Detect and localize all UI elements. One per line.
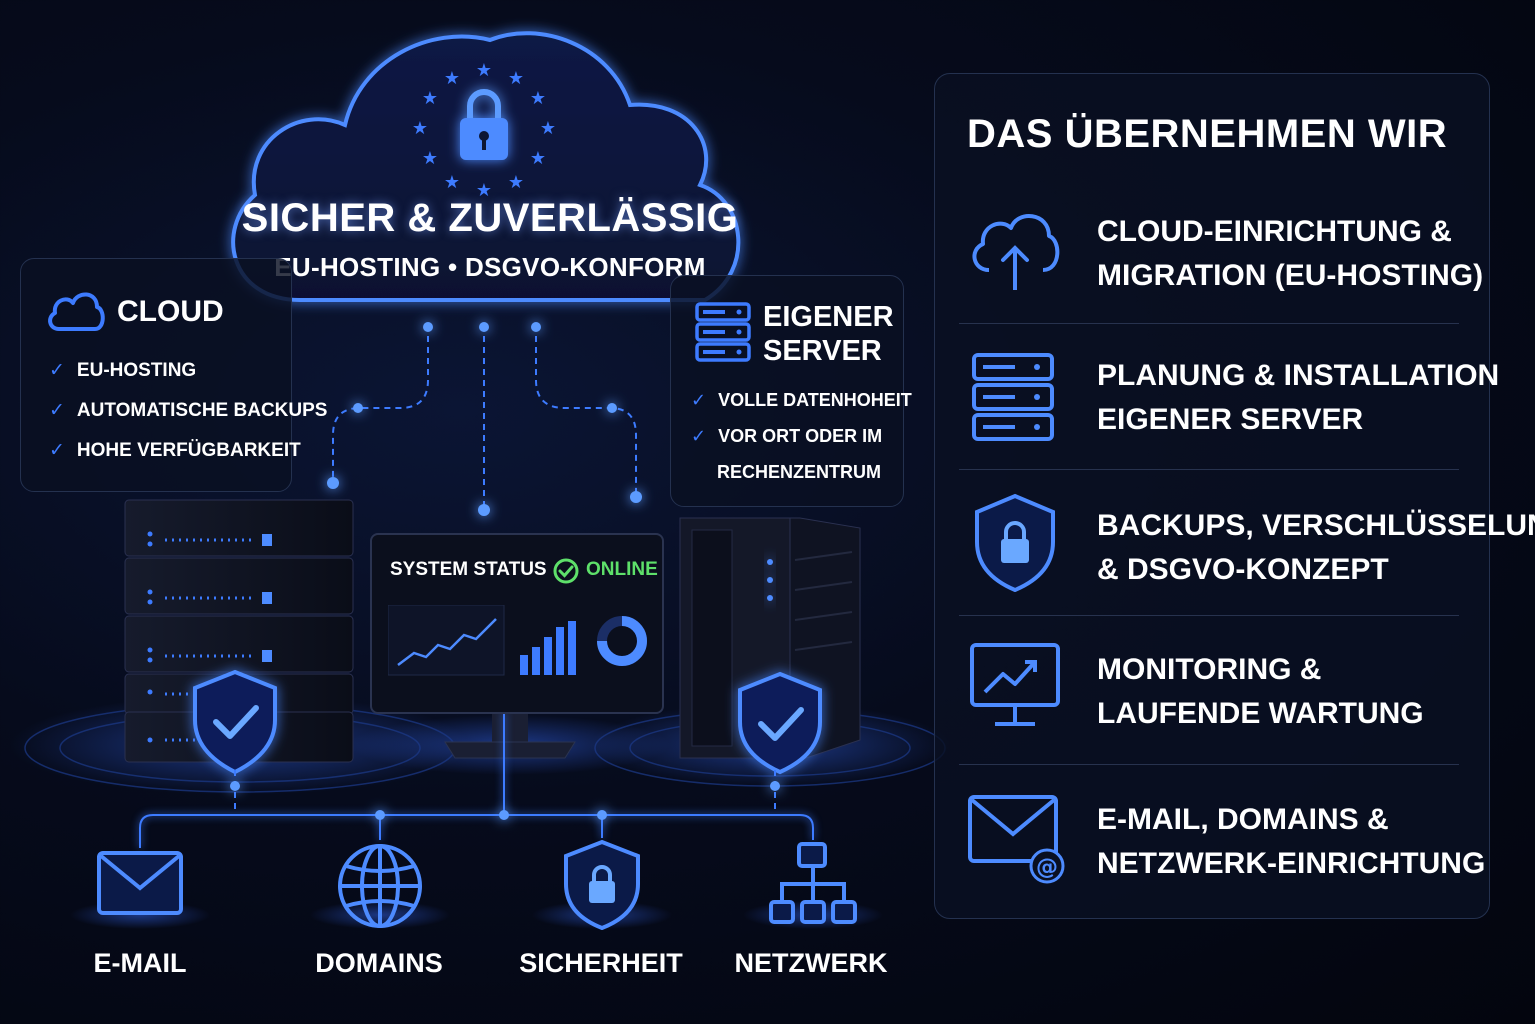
cloud-feature-item: ✓EU-HOSTING	[49, 360, 197, 381]
mail-icon	[97, 851, 183, 915]
svg-text:★: ★	[476, 180, 492, 200]
divider	[959, 615, 1459, 616]
status-online: ONLINE	[586, 559, 658, 580]
status-monitor: SYSTEM STATUS ONLINE	[370, 533, 664, 714]
cloud-icon	[48, 292, 105, 331]
cloud-panel-title: CLOUD	[117, 295, 224, 328]
service-label: MIGRATION (EU-HOSTING)	[1097, 259, 1484, 292]
shield-check-icon	[738, 671, 822, 775]
service-item-backups: BACKUPS, VERSCHLÜSSELUNG & DSGVO-KONZEPT	[961, 490, 1535, 630]
svg-text:★: ★	[476, 60, 492, 80]
server-feature-item-cont: RECHENZENTRUM	[717, 462, 881, 482]
check-icon: ✓	[49, 360, 65, 381]
eu-stars: ★ ★ ★ ★ ★ ★ ★ ★ ★ ★ ★ ★	[412, 60, 556, 200]
svg-text:★: ★	[444, 68, 460, 88]
check-icon: ✓	[49, 440, 65, 461]
svg-text:★: ★	[530, 148, 546, 168]
server-feature-item: ✓VOR ORT ODER IM	[691, 426, 883, 446]
svg-text:★: ★	[508, 68, 524, 88]
svg-text:★: ★	[412, 118, 428, 138]
divider	[959, 323, 1459, 324]
shield-lock-icon	[564, 839, 640, 930]
dashboard-charts	[388, 605, 647, 676]
monitor-chart-icon	[970, 643, 1060, 726]
cloud-panel: CLOUD ✓EU-HOSTING ✓AUTOMATISCHE BACKUPS …	[20, 258, 327, 492]
cloud-feature-item: ✓HOHE VERFÜGBARKEIT	[49, 440, 301, 461]
svg-text:★: ★	[422, 88, 438, 108]
service-label: & DSGVO-KONZEPT	[1097, 553, 1389, 586]
bottom-label-security: SICHERHEIT	[519, 948, 683, 978]
service-label: E-MAIL, DOMAINS &	[1097, 803, 1389, 836]
check-icon: ✓	[691, 390, 707, 410]
service-item-monitoring: MONITORING & LAUFENDE WARTUNG	[961, 640, 1461, 780]
service-label: PLANUNG & INSTALLATION	[1097, 359, 1500, 392]
services-panel: DAS ÜBERNEHMEN WIR CLOUD-EINRICHTUNG & M…	[934, 73, 1535, 919]
server-stack-icon	[972, 353, 1054, 441]
svg-text:★: ★	[540, 118, 556, 138]
service-label: NETZWERK-EINRICHTUNG	[1097, 847, 1486, 880]
shield-lock-icon	[975, 493, 1055, 592]
check-icon: ✓	[691, 426, 707, 446]
service-label: BACKUPS, VERSCHLÜSSELUNG	[1097, 509, 1535, 542]
mail-at-icon: @	[968, 795, 1065, 884]
cloud-upload-icon	[972, 214, 1060, 290]
server-icon	[695, 302, 751, 362]
service-label: EIGENER SERVER	[1097, 403, 1364, 436]
divider	[959, 764, 1459, 765]
server-panel-title: EIGENER SERVER	[763, 301, 894, 367]
svg-text:@: @	[1036, 855, 1058, 880]
globe-icon	[338, 844, 422, 928]
server-rack-graphic	[124, 499, 354, 763]
server-panel: EIGENER SERVER ✓VOLLE DATENHOHEIT ✓VOR O…	[670, 275, 912, 507]
service-label: MONITORING &	[1097, 653, 1322, 686]
service-label: LAUFENDE WARTUNG	[1097, 697, 1424, 730]
service-item-cloud: CLOUD-EINRICHTUNG & MIGRATION (EU-HOSTIN…	[961, 200, 1483, 340]
cloud-subtitle: EU-HOSTING • DSGVO-KONFORM	[274, 252, 706, 282]
check-circle-icon	[553, 558, 579, 584]
bottom-label-domains: DOMAINS	[315, 948, 443, 978]
cloud-feature-item: ✓AUTOMATISCHE BACKUPS	[49, 400, 328, 421]
service-label: CLOUD-EINRICHTUNG &	[1097, 215, 1452, 248]
services-title: DAS ÜBERNEHMEN WIR	[967, 112, 1448, 156]
svg-text:★: ★	[530, 88, 546, 108]
cloud-title: SICHER & ZUVERLÄSSIG	[241, 196, 739, 240]
svg-text:★: ★	[444, 172, 460, 192]
padlock-icon	[460, 89, 508, 160]
check-icon: ✓	[49, 400, 65, 421]
service-item-mail: @ E-MAIL, DOMAINS & NETZWERK-EINRICHTUNG	[961, 790, 1485, 930]
svg-text:★: ★	[422, 148, 438, 168]
divider	[959, 469, 1459, 470]
server-feature-item: ✓VOLLE DATENHOHEIT	[691, 390, 912, 410]
status-label: SYSTEM STATUS	[390, 559, 547, 580]
bottom-label-network: NETZWERK	[734, 948, 888, 978]
svg-text:★: ★	[508, 172, 524, 192]
bottom-label-email: E-MAIL	[93, 948, 187, 978]
network-icon	[769, 842, 857, 924]
cloud-shape	[231, 31, 741, 302]
service-item-server: PLANUNG & INSTALLATION EIGENER SERVER	[961, 346, 1499, 486]
